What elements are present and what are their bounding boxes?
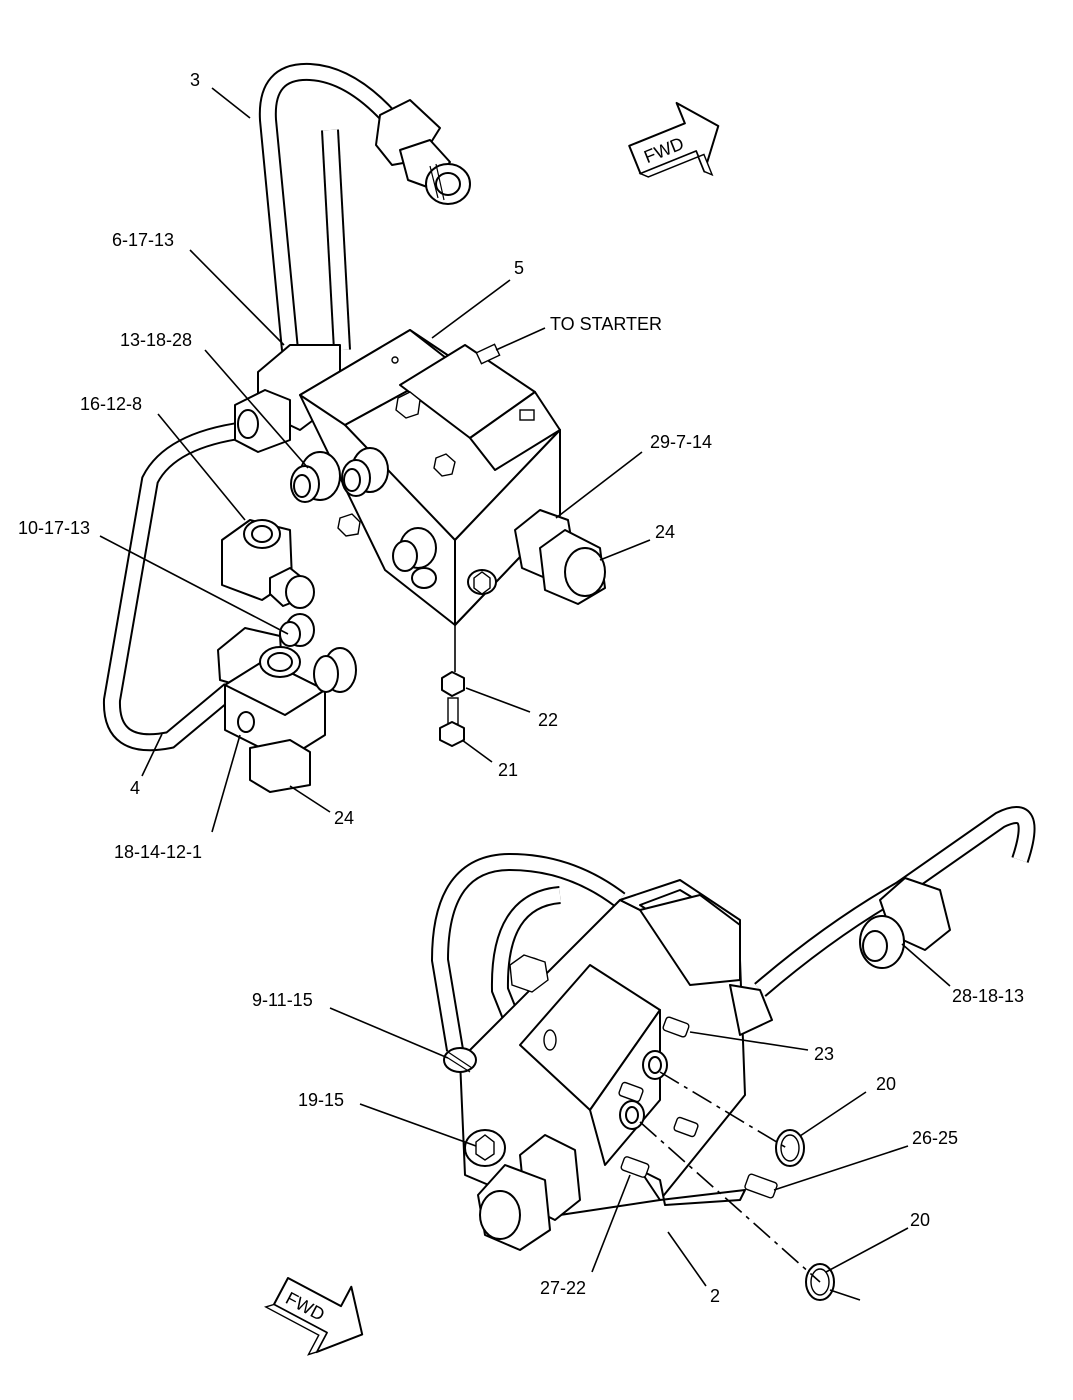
bolt-21 bbox=[439, 697, 465, 747]
label-21: 21 bbox=[498, 760, 518, 780]
label-2: 2 bbox=[710, 1286, 720, 1306]
stud-26-25 bbox=[744, 1173, 778, 1199]
valve-block-5 bbox=[299, 329, 561, 626]
bottom-tube-loop bbox=[430, 852, 626, 1052]
leader-lines bbox=[99, 87, 951, 1287]
label-19-15: 19-15 bbox=[298, 1090, 344, 1110]
label-4: 4 bbox=[130, 778, 140, 798]
nut-22 bbox=[441, 671, 465, 697]
fwd-arrow-top: FWD bbox=[628, 101, 720, 178]
fitting-13-18-28 bbox=[290, 447, 437, 589]
fwd-arrow-bottom: FWD bbox=[263, 1277, 364, 1356]
label-23: 23 bbox=[814, 1044, 834, 1064]
label-13-18-28: 13-18-28 bbox=[120, 330, 192, 350]
label-20-upper: 20 bbox=[876, 1074, 896, 1094]
tube-4 bbox=[102, 421, 247, 752]
label-28-18-13: 28-18-13 bbox=[952, 986, 1024, 1006]
tube-3-fitting bbox=[375, 99, 471, 205]
callout-labels: 3 6-17-13 5 TO STARTER 13-18-28 16-12-8 … bbox=[18, 70, 1024, 1306]
label-22: 22 bbox=[538, 710, 558, 730]
fitting-10-17-13 bbox=[279, 613, 315, 647]
label-29-7-14: 29-7-14 bbox=[650, 432, 712, 452]
label-24-bottom: 24 bbox=[334, 808, 354, 828]
label-5: 5 bbox=[514, 258, 524, 278]
label-27-22: 27-22 bbox=[540, 1278, 586, 1298]
label-16-12-8: 16-12-8 bbox=[80, 394, 142, 414]
label-3: 3 bbox=[190, 70, 200, 90]
elbow-16-12-8 bbox=[221, 519, 315, 609]
label-24-top: 24 bbox=[655, 522, 675, 542]
label-to-starter: TO STARTER bbox=[550, 314, 662, 334]
elbow-18-14-12-1 bbox=[217, 627, 357, 793]
bottom-assembly bbox=[430, 806, 1036, 1301]
label-10-17-13: 10-17-13 bbox=[18, 518, 90, 538]
label-6-17-13: 6-17-13 bbox=[112, 230, 174, 250]
stud-27-22 bbox=[618, 1081, 699, 1178]
stud-9-11-15 bbox=[443, 1047, 477, 1073]
label-18-14-12-1: 18-14-12-1 bbox=[114, 842, 202, 862]
label-26-25: 26-25 bbox=[912, 1128, 958, 1148]
stud-23 bbox=[662, 1016, 690, 1038]
manifold-block-2 bbox=[459, 879, 773, 1216]
bottom-cap-fitting bbox=[477, 1134, 581, 1251]
label-20-lower: 20 bbox=[910, 1210, 930, 1230]
label-9-11-15: 9-11-15 bbox=[252, 990, 313, 1010]
oring-20-upper bbox=[775, 1129, 805, 1167]
top-assembly bbox=[102, 62, 606, 793]
fitting-28-18-13 bbox=[859, 877, 951, 969]
tube-3 bbox=[258, 62, 397, 351]
fitting-29-7-14 bbox=[514, 509, 606, 605]
